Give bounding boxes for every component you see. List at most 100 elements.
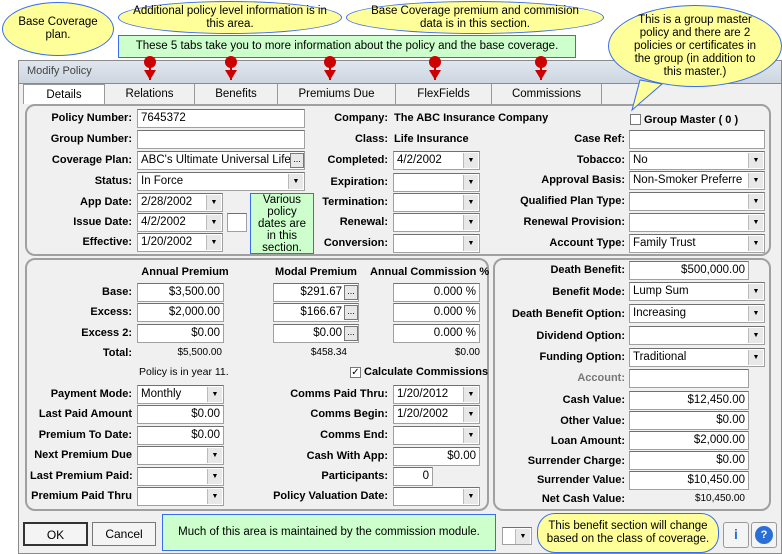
chevron-down-icon[interactable]: ▼ [748,328,763,343]
excess-modal-browse-button[interactable]: ... [344,305,358,320]
chevron-down-icon[interactable]: ▼ [748,284,763,299]
comms-paid-thru-picker[interactable]: 1/20/2012▼ [393,385,480,404]
surrender-charge-input[interactable]: $0.00 [629,451,749,470]
last-paid-amount-input[interactable]: $0.00 [137,405,224,424]
calc-commissions-checkbox[interactable]: ✓ [350,367,361,378]
footer-select[interactable]: ▼ [502,527,532,545]
valuation-date-picker[interactable]: ▼ [393,487,480,506]
chevron-down-icon[interactable]: ▼ [207,448,222,463]
case-ref-input[interactable] [629,130,765,149]
account-type-select[interactable]: Family Trust▼ [629,234,765,253]
expiration-date-picker[interactable]: ▼ [393,173,480,192]
termination-date-picker[interactable]: ▼ [393,193,480,212]
chevron-down-icon[interactable]: ▼ [463,489,478,504]
company-label: Company: [334,112,388,124]
status-select[interactable]: In Force▼ [137,172,305,191]
premium-paid-thru-picker[interactable]: ▼ [137,487,224,506]
comms-end-picker[interactable]: ▼ [393,426,480,445]
base-commission-input[interactable]: 0.000 % [393,283,480,302]
chevron-down-icon[interactable]: ▼ [288,174,303,189]
excess-commission-input[interactable]: 0.000 % [393,303,480,322]
last-premium-paid-picker[interactable]: ▼ [137,467,224,486]
chevron-down-icon[interactable]: ▼ [748,350,763,365]
renewal-date-picker[interactable]: ▼ [393,213,480,232]
account-input[interactable] [629,369,749,388]
excess2-commission-input[interactable]: 0.000 % [393,324,480,343]
base-modal-browse-button[interactable]: ... [344,285,358,300]
chevron-down-icon[interactable]: ▼ [748,236,763,251]
chevron-down-icon[interactable]: ▼ [206,215,221,230]
qualified-plan-select[interactable]: ▼ [629,192,765,211]
chevron-down-icon[interactable]: ▼ [748,173,763,188]
coverage-plan-input[interactable]: ABC's Ultimate Universal Life... [137,151,305,170]
completed-date-picker[interactable]: 4/2/2002 ▼ [393,151,480,170]
tab-relations[interactable]: Relations [105,84,195,104]
chevron-down-icon[interactable]: ▼ [463,407,478,422]
help-button[interactable]: ? [751,522,777,548]
chevron-down-icon[interactable]: ▼ [207,489,222,504]
chevron-down-icon[interactable]: ▼ [206,195,221,210]
chevron-down-icon[interactable]: ▼ [463,175,478,190]
other-value-input[interactable]: $0.00 [629,411,749,430]
coverage-plan-browse-button[interactable]: ... [290,153,304,168]
completed-value: 4/2/2002 [397,154,442,166]
chevron-down-icon[interactable]: ▼ [207,469,222,484]
issue-extra-input[interactable] [227,213,247,232]
issue-date-picker[interactable]: 4/2/2002▼ [137,213,223,232]
excess-modal-input[interactable]: $166.67... [273,303,359,322]
surrender-value-input[interactable]: $10,450.00 [629,471,749,490]
chevron-down-icon[interactable]: ▼ [515,529,530,544]
base-modal-input[interactable]: $291.67... [273,283,359,302]
tab-flexfields[interactable]: FlexFields [396,84,492,104]
approval-basis-select[interactable]: Non-Smoker Preferre▼ [629,171,765,190]
conversion-date-picker[interactable]: ▼ [393,234,480,253]
db-option-select[interactable]: Increasing▼ [629,304,765,323]
comms-begin-picker[interactable]: 1/20/2002▼ [393,405,480,424]
effective-date-picker[interactable]: 1/20/2002▼ [137,233,223,252]
tab-details[interactable]: Details [23,84,105,104]
cash-value-input[interactable]: $12,450.00 [629,391,749,410]
chevron-down-icon[interactable]: ▼ [748,215,763,230]
additional-info-callout: Additional policy level information is i… [118,1,342,34]
payment-mode-value: Monthly [141,388,182,400]
tab-benefits[interactable]: Benefits [195,84,278,104]
cash-with-app-input[interactable]: $0.00 [393,447,480,466]
benefit-mode-select[interactable]: Lump Sum▼ [629,282,765,301]
chevron-down-icon[interactable]: ▼ [463,236,478,251]
cancel-button[interactable]: Cancel [92,522,156,546]
excess2-annual-input[interactable]: $0.00 [137,324,224,343]
chevron-down-icon[interactable]: ▼ [748,153,763,168]
excess2-modal-browse-button[interactable]: ... [344,326,358,341]
payment-mode-select[interactable]: Monthly ▼ [137,385,224,404]
chevron-down-icon[interactable]: ▼ [748,194,763,209]
chevron-down-icon[interactable]: ▼ [463,195,478,210]
excess2-modal-input[interactable]: $0.00... [273,324,359,343]
app-date-picker[interactable]: 2/28/2002▼ [137,193,223,212]
ok-button[interactable]: OK [23,522,88,546]
chevron-down-icon[interactable]: ▼ [463,215,478,230]
base-annual-input[interactable]: $3,500.00 [137,283,224,302]
group-number-input[interactable] [137,130,305,149]
tab-premiums-due[interactable]: Premiums Due [278,84,396,104]
premium-to-date-input[interactable]: $0.00 [137,426,224,445]
death-benefit-input[interactable]: $500,000.00 [629,261,749,280]
chevron-down-icon[interactable]: ▼ [463,387,478,402]
chevron-down-icon[interactable]: ▼ [463,153,478,168]
funding-option-select[interactable]: Traditional▼ [629,348,765,367]
chevron-down-icon[interactable]: ▼ [463,428,478,443]
excess-annual-input[interactable]: $2,000.00 [137,303,224,322]
dividend-option-select[interactable]: ▼ [629,326,765,345]
chevron-down-icon[interactable]: ▼ [207,387,222,402]
chevron-down-icon[interactable]: ▼ [206,235,221,250]
tab-commissions[interactable]: Commissions [492,84,602,104]
policy-number-input[interactable]: 7645372 [137,109,305,128]
loan-amount-input[interactable]: $2,000.00 [629,431,749,450]
group-master-checkbox[interactable] [630,114,641,125]
next-premium-due-picker[interactable]: ▼ [137,446,224,465]
participants-input[interactable]: 0 [393,467,433,486]
chevron-down-icon[interactable]: ▼ [748,306,763,321]
total-modal: $458.34 [310,347,347,358]
info-icon[interactable]: i [723,522,749,548]
tobacco-select[interactable]: No▼ [629,151,765,170]
renewal-provision-select[interactable]: ▼ [629,213,765,232]
